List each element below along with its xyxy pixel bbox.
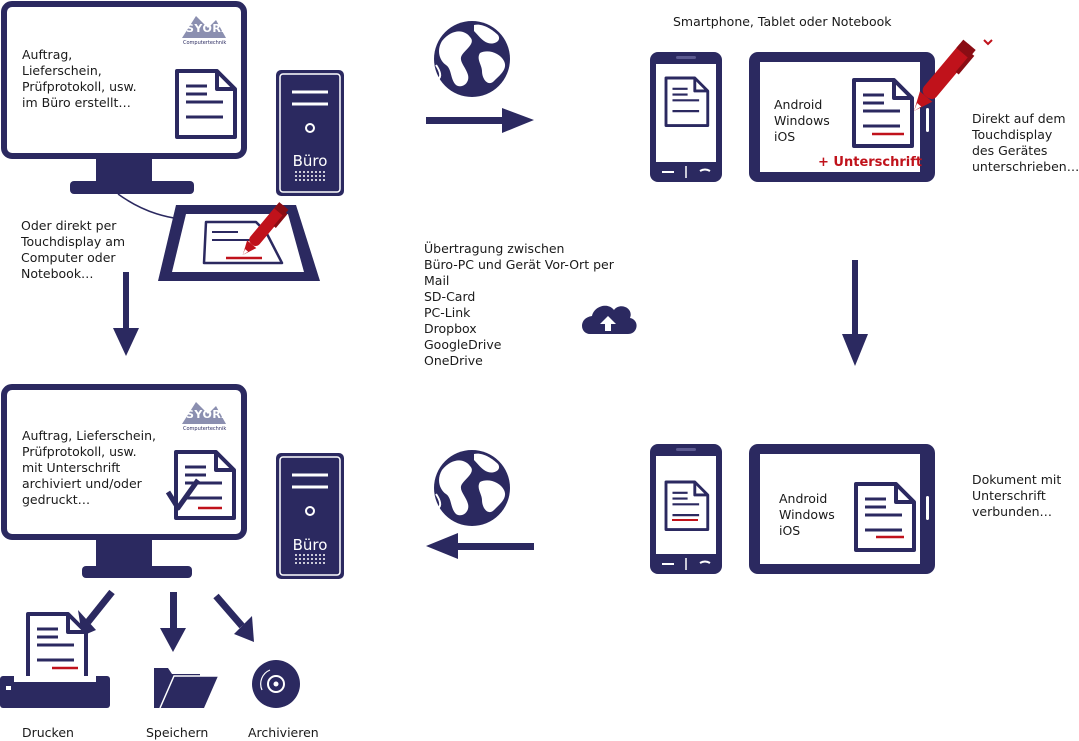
top-monitor-text: Auftrag, Lieferschein, Prüfprotokoll, us… — [22, 47, 137, 111]
arrow-to-folder — [160, 592, 186, 652]
tablet-os-list: Android Windows iOS — [774, 97, 830, 145]
arrow-left — [426, 533, 534, 559]
devices-heading: Smartphone, Tablet oder Notebook — [673, 14, 892, 29]
arrow-down-right — [842, 260, 868, 366]
text-line: OneDrive — [424, 353, 483, 368]
logo-subtext: Computertechnik — [183, 426, 227, 432]
heart-mark — [983, 39, 993, 46]
tablet-os-list-bottom: Android Windows iOS — [779, 491, 835, 539]
touch-text: Oder direkt per Touchdisplay am Computer… — [21, 218, 125, 282]
document-icon — [664, 480, 710, 531]
text-line: Auftrag, Lieferschein, — [22, 428, 156, 443]
text-line: im Büro erstellt… — [22, 95, 131, 110]
text-line: iOS — [774, 129, 796, 144]
office-tower-top — [274, 68, 346, 198]
text-line: verbunden… — [972, 504, 1053, 519]
document-connected-text: Dokument mit Unterschrift verbunden… — [972, 472, 1061, 520]
disc-icon — [252, 660, 300, 708]
text-line: Unterschrift — [972, 488, 1046, 503]
arrow-down-left — [113, 272, 139, 356]
document-check-icon — [165, 450, 236, 520]
logo-subtext: Computertechnik — [183, 40, 227, 46]
text-line: Notebook… — [21, 266, 94, 281]
document-icon — [852, 78, 914, 148]
document-icon — [175, 69, 237, 139]
logo-text: SYORA — [186, 22, 231, 35]
signature-label: + Unterschrift — [818, 155, 923, 170]
sign-directly-text: Direkt auf dem Touchdisplay des Gerätes … — [972, 111, 1079, 175]
globe-icon — [433, 449, 511, 527]
document-icon — [854, 482, 916, 552]
text-line: Direkt auf dem — [972, 111, 1066, 126]
bottom-monitor-text: Auftrag, Lieferschein, Prüfprotokoll, us… — [22, 428, 156, 508]
text-line: gedruckt… — [22, 492, 91, 507]
text-line: Oder direkt per — [21, 218, 117, 233]
text-line: Prüfprotokoll, usw. — [22, 79, 137, 94]
label-archive: Archivieren — [248, 725, 319, 740]
text-line: SD-Card — [424, 289, 476, 304]
text-line: Computer oder — [21, 250, 116, 265]
text-line: Windows — [774, 113, 830, 128]
text-line: Windows — [779, 507, 835, 522]
cloud-upload-icon — [582, 305, 637, 334]
text-line: unterschrieben… — [972, 159, 1079, 174]
text-line: Touchdisplay am — [21, 234, 126, 249]
text-line: des Gerätes — [972, 143, 1048, 158]
transfer-text: Übertragung zwischen Büro-PC und Gerät V… — [424, 241, 614, 369]
text-line: Touchdisplay — [972, 127, 1053, 142]
arrow-to-disc — [213, 593, 254, 642]
touch-display — [158, 205, 320, 281]
tower-label: Büro — [292, 536, 328, 554]
arrow-right — [426, 108, 534, 133]
tower-label: Büro — [292, 152, 328, 170]
text-line: Auftrag, — [22, 47, 73, 62]
folder-icon — [154, 668, 218, 709]
label-save: Speichern — [146, 725, 209, 740]
text-line: Lieferschein, — [22, 63, 102, 78]
text-line: archiviert und/oder — [22, 476, 142, 491]
text-line: Mail — [424, 273, 450, 288]
text-line: Übertragung zwischen — [424, 241, 565, 256]
text-line: GoogleDrive — [424, 337, 502, 352]
printer-icon — [0, 612, 110, 708]
text-line: Android — [774, 97, 823, 112]
office-tower-bottom — [274, 451, 346, 581]
text-line: Prüfprotokoll, usw. — [22, 444, 137, 459]
label-print: Drucken — [22, 725, 74, 740]
globe-icon — [433, 20, 511, 98]
logo-text: SYORA — [186, 408, 231, 421]
text-line: Dropbox — [424, 321, 477, 336]
text-line: mit Unterschrift — [22, 460, 121, 475]
document-icon — [664, 76, 710, 127]
text-line: Büro-PC und Gerät Vor-Ort per — [424, 257, 614, 272]
text-line: Dokument mit — [972, 472, 1062, 487]
text-line: Android — [779, 491, 828, 506]
text-line: iOS — [779, 523, 801, 538]
text-line: PC-Link — [424, 305, 471, 320]
